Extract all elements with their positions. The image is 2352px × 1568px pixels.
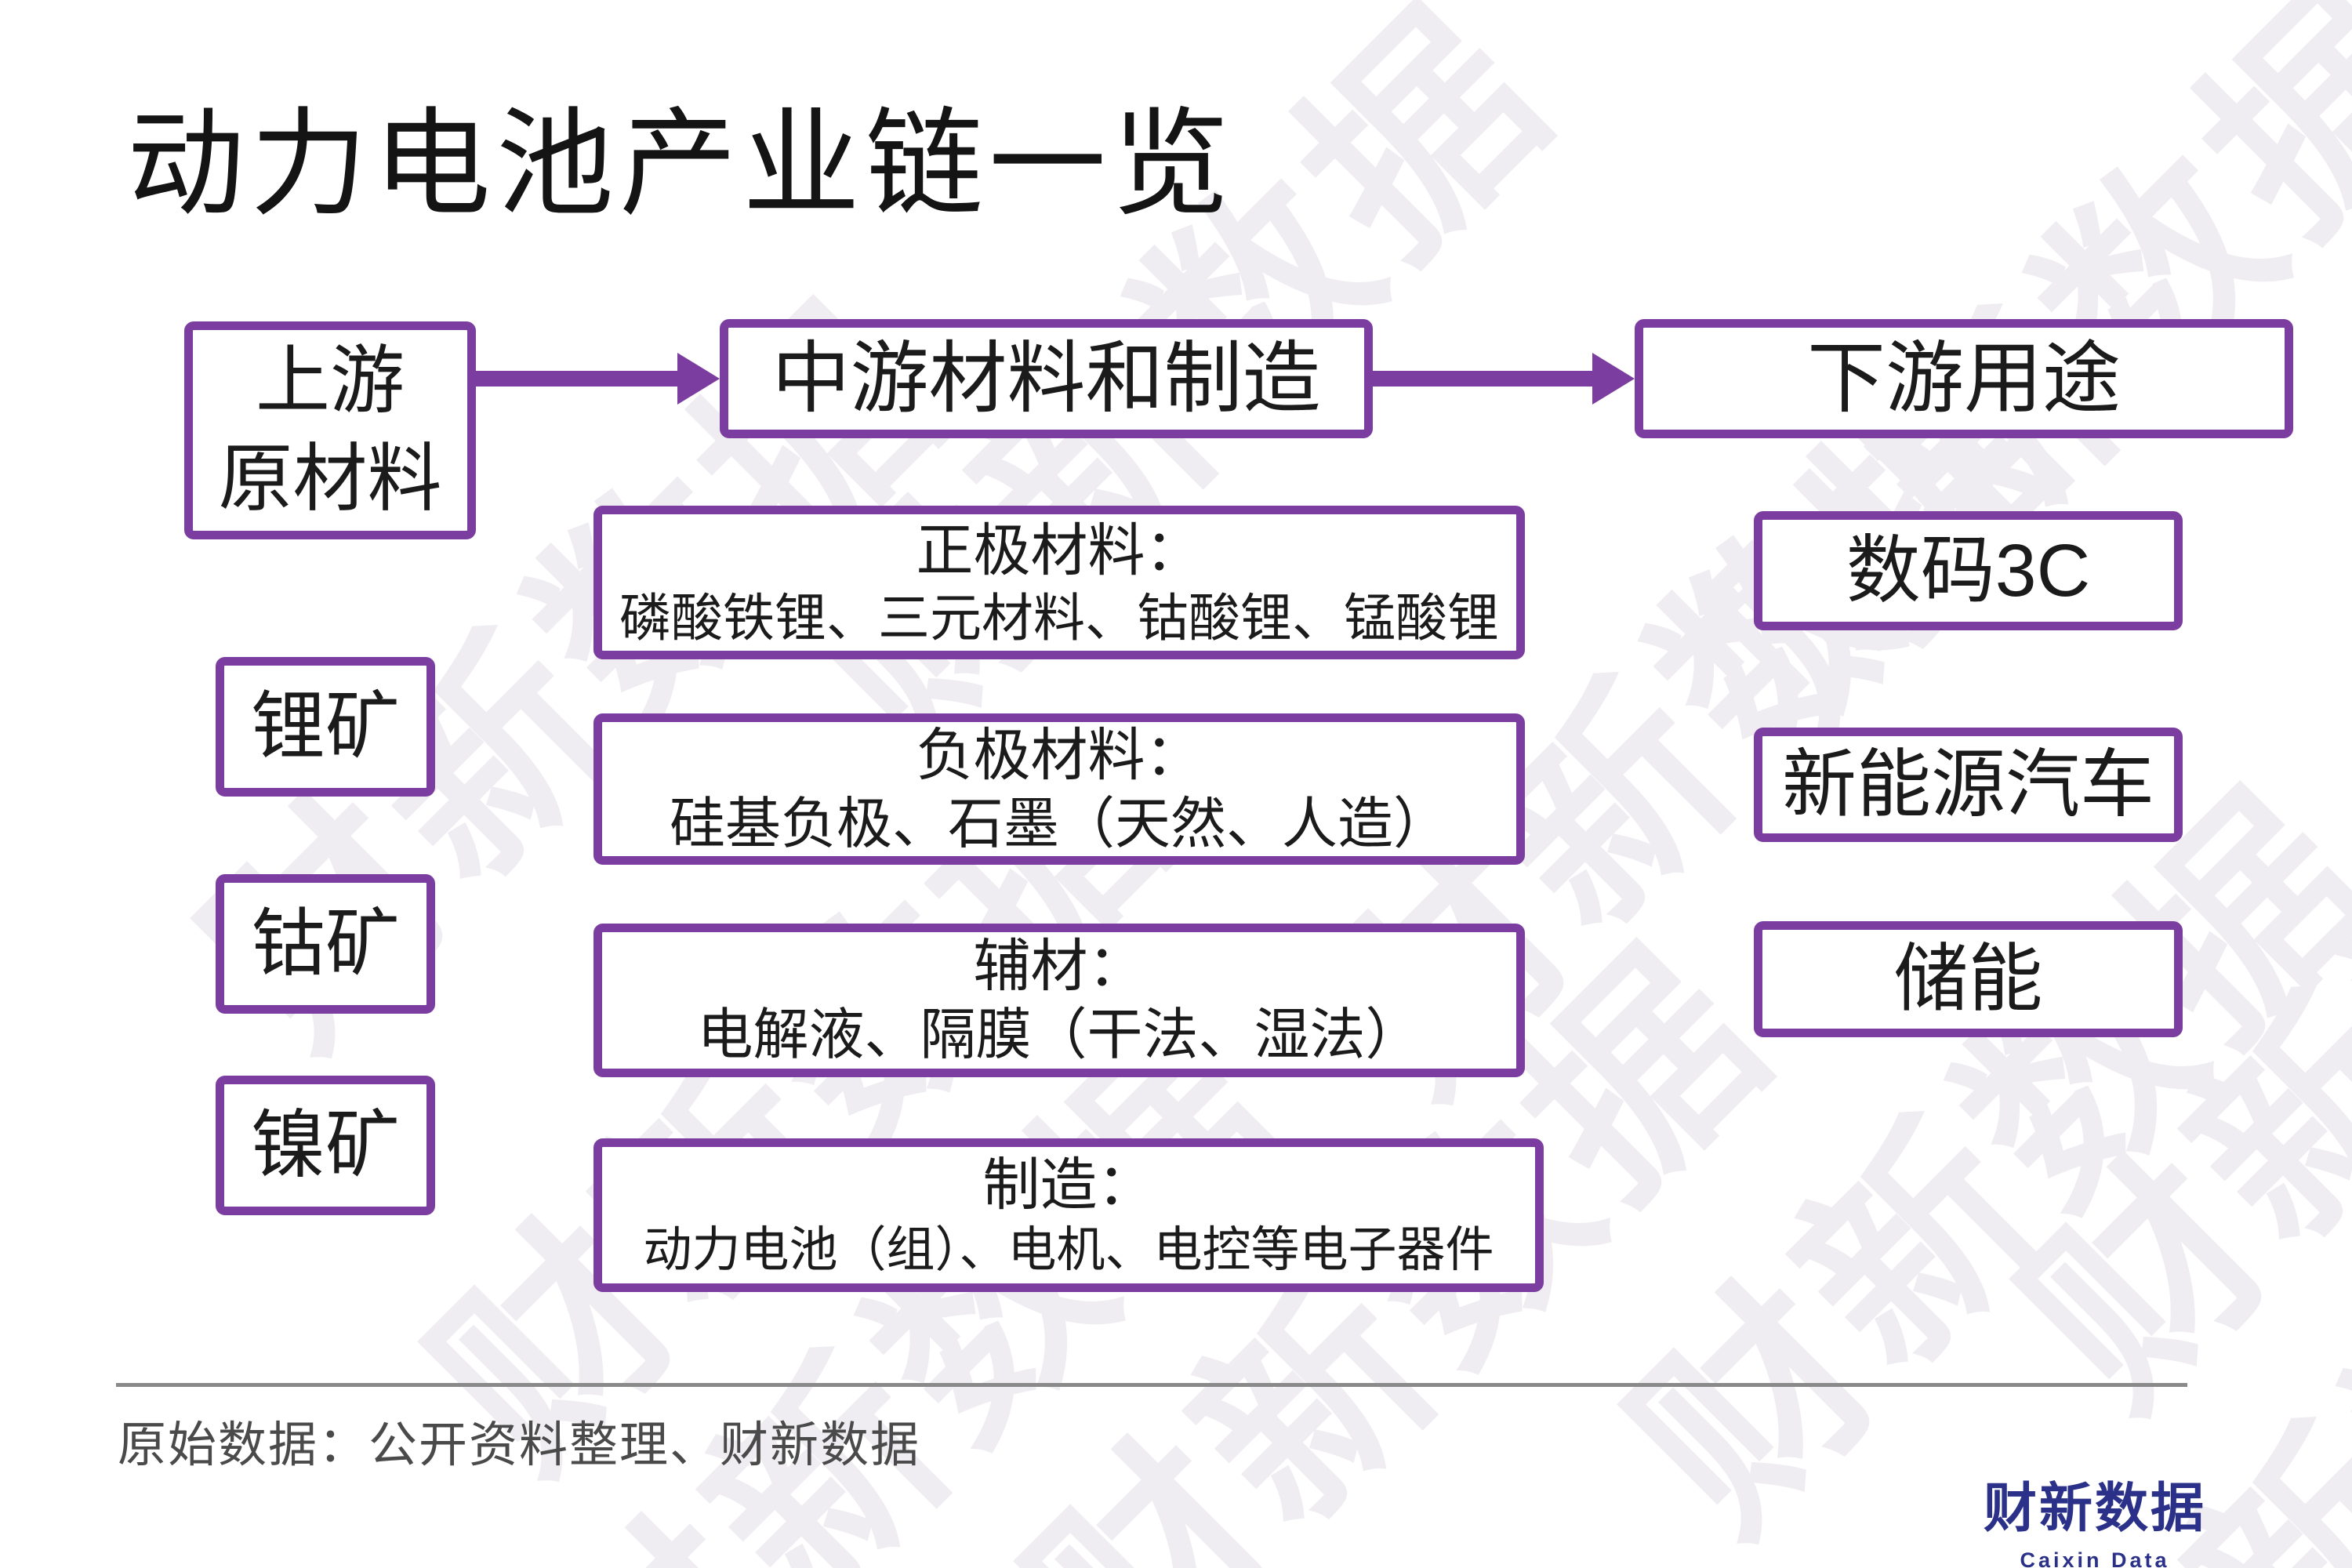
stage-label-upstream: 上游 原材料 (218, 339, 442, 521)
midstream-box-detail: 硅基负极、石墨（天然、人造） (669, 793, 1449, 855)
logo-zh-text: 财新数据 (1983, 1479, 2206, 1538)
box-new-energy-vehicles: 新能源汽车 (1754, 728, 2183, 842)
flow-arrow-upstream-to-midstream (474, 353, 720, 405)
arrow-head (1592, 353, 1635, 405)
box-nickel-ore: 镍矿 (216, 1076, 435, 1215)
arrow-shaft (474, 371, 682, 387)
box-digital-3c: 数码3C (1754, 511, 2183, 630)
logo-en-text: Caixin Data (2020, 1548, 2170, 1568)
midstream-box-title: 负极材料： (916, 723, 1203, 787)
box-manufacturing: 制造： 动力电池（组）、电机、电控等电子器件 (593, 1138, 1544, 1292)
upstream-item-label: 钴矿 (250, 902, 400, 985)
box-anode-materials: 负极材料： 硅基负极、石墨（天然、人造） (593, 713, 1525, 865)
box-lithium-ore: 锂矿 (216, 657, 435, 797)
midstream-box-detail: 动力电池（组）、电机、电控等电子器件 (643, 1222, 1494, 1277)
midstream-box-title: 正极材料： (916, 518, 1203, 583)
midstream-box-title: 制造： (982, 1152, 1155, 1217)
box-cathode-materials: 正极材料： 磷酸铁锂、三元材料、钴酸锂、锰酸锂 (593, 506, 1525, 659)
midstream-box-detail: 电解液、隔膜（干法、湿法） (697, 1004, 1421, 1066)
stage-box-downstream: 下游用途 (1635, 319, 2293, 438)
midstream-box-detail: 磷酸铁锂、三元材料、钴酸锂、锰酸锂 (619, 588, 1499, 647)
box-cobalt-ore: 钴矿 (216, 874, 435, 1014)
flow-arrow-midstream-to-downstream (1373, 353, 1635, 405)
page-title: 动力电池产业链一览 (127, 98, 1236, 230)
stage-box-midstream: 中游材料和制造 (720, 319, 1373, 438)
source-note: 原始数据：公开资料整理、财新数据 (118, 1418, 921, 1472)
divider-line (116, 1383, 2187, 1387)
arrow-shaft (1373, 371, 1597, 387)
midstream-box-title: 辅材： (973, 935, 1145, 998)
box-energy-storage: 储能 (1754, 921, 2183, 1037)
downstream-item-label: 新能源汽车 (1781, 742, 2154, 826)
stage-label-downstream: 下游用途 (1807, 335, 2121, 423)
downstream-item-label: 储能 (1893, 937, 2043, 1021)
upstream-item-label: 镍矿 (250, 1103, 400, 1187)
arrow-head (677, 353, 720, 405)
stage-box-upstream: 上游 原材料 (184, 321, 476, 539)
upstream-item-label: 锂矿 (250, 684, 400, 768)
stage-label-midstream: 中游材料和制造 (771, 335, 1321, 423)
box-auxiliary-materials: 辅材： 电解液、隔膜（干法、湿法） (593, 924, 1525, 1077)
caixin-logo: 财新数据 Caixin Data (1969, 1465, 2220, 1568)
downstream-item-label: 数码3C (1846, 528, 2091, 612)
